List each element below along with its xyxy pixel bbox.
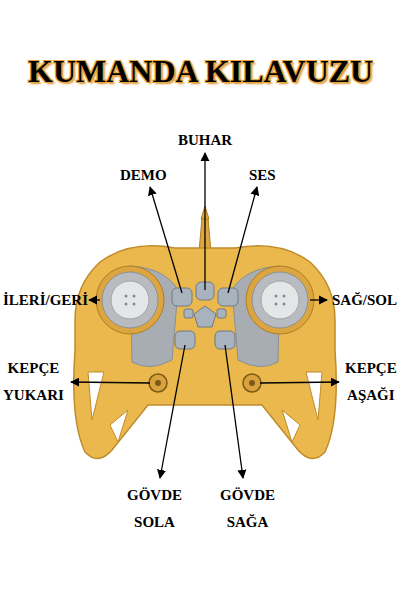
- button-label: KEPÇE YUKARI: [3, 355, 64, 409]
- button-label: İLERİ/GERİ: [3, 291, 88, 309]
- title: KUMANDA KILAVUZU: [28, 52, 373, 90]
- button-label: GÖVDE SAĞA: [220, 482, 275, 536]
- button-label: BUHAR: [178, 131, 232, 149]
- right-stick: [246, 266, 314, 334]
- button-label: DEMO: [120, 166, 167, 184]
- button-label: SAĞ/SOL: [332, 291, 397, 309]
- left-stick: [96, 266, 164, 334]
- button-label: GÖVDE SOLA: [127, 482, 182, 536]
- leader-lines: [71, 153, 339, 478]
- bucket-buttons: [149, 374, 261, 392]
- button-label: KEPÇE AŞAĞI: [345, 355, 397, 409]
- button-label: SES: [249, 166, 276, 184]
